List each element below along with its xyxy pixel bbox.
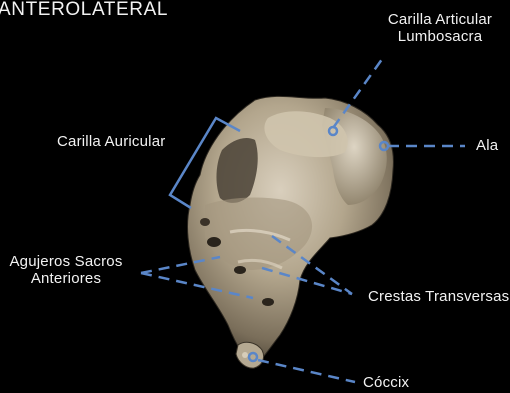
foramen-4 [200,218,210,226]
sacrum-bone [188,96,394,368]
label-carilla-articular-lumbosacra: Carilla Articular Lumbosacra [380,11,500,45]
label-ala: Ala [476,137,498,154]
label-agujeros-line1: Agujeros Sacros [2,253,130,270]
label-carilla-auricular: Carilla Auricular [57,133,165,150]
view-title: ANTEROLATERAL [0,0,168,21]
label-agujeros-sacros-anteriores: Agujeros Sacros Anteriores [2,253,130,287]
label-crestas-transversas: Crestas Transversas [368,288,509,305]
foramen-3 [262,298,274,306]
coccyx-tip [242,352,248,358]
foramen-2 [234,266,246,274]
coccyx-pointer-line [258,360,355,382]
label-coccix: Cóccix [363,374,409,391]
foramen-1 [207,237,221,247]
label-carilla-articular-line1: Carilla Articular [380,11,500,28]
label-carilla-articular-line2: Lumbosacra [380,28,500,45]
label-agujeros-line2: Anteriores [2,270,130,287]
